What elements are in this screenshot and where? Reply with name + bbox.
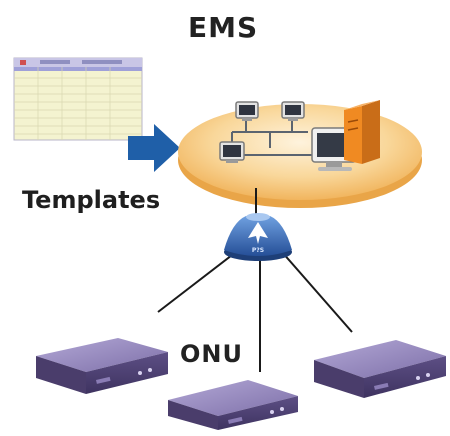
network-links (157, 188, 353, 372)
splitter-label: P?S (252, 247, 264, 254)
computer-icon (235, 101, 259, 121)
ems-title: EMS (188, 11, 259, 44)
splitter-icon: P?S (224, 213, 292, 261)
onu-device-left (36, 338, 168, 394)
onu-device-center (168, 380, 298, 430)
blue-arrow-icon (128, 124, 180, 172)
spreadsheet-thumbnail (13, 57, 143, 141)
onu-device-right (314, 340, 446, 398)
computer-icon (219, 141, 245, 163)
templates-label: Templates (22, 186, 161, 214)
server-icon (344, 100, 380, 164)
onu-label: ONU (178, 340, 245, 368)
splitter-to-onu-right-link (281, 251, 353, 333)
splitter-to-onu-left-link (157, 251, 237, 313)
ems-computers (219, 100, 380, 171)
computer-icon (281, 101, 305, 121)
